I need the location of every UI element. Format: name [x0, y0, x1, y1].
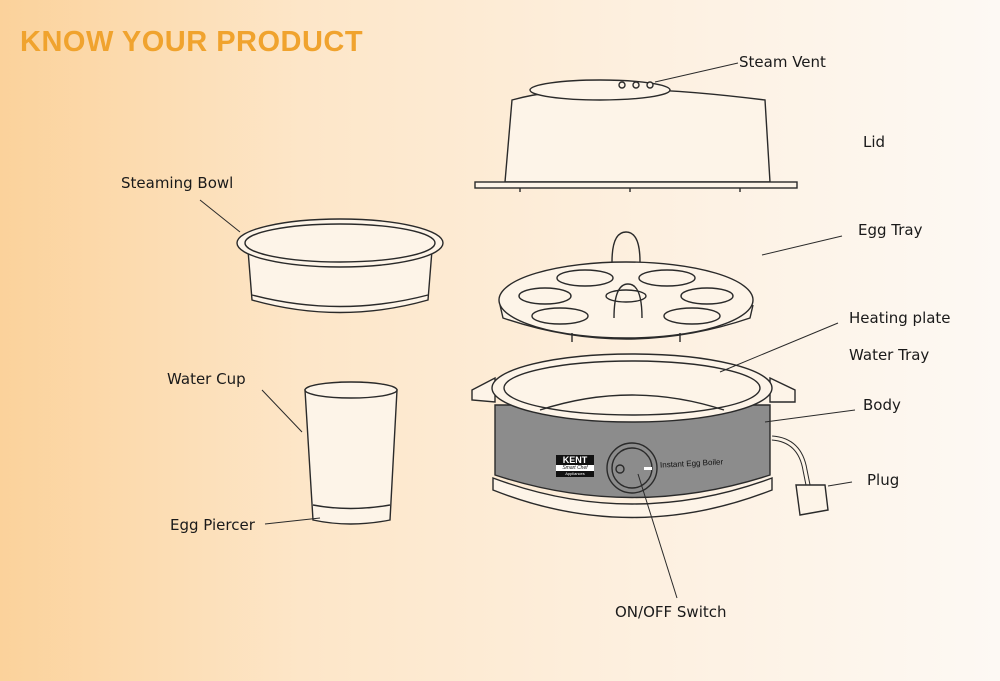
label-heating-plate: Heating plate [849, 309, 951, 327]
label-water-tray: Water Tray [849, 346, 930, 364]
brand-name: KENT [562, 455, 588, 465]
label-egg-piercer: Egg Piercer [170, 516, 255, 534]
sub-brand: Smart Chef [556, 465, 594, 471]
brand-tag: Appliances [565, 471, 585, 476]
label-on-off-switch: ON/OFF Switch [615, 603, 727, 621]
label-egg-tray: Egg Tray [858, 221, 923, 239]
page-title: KNOW YOUR PRODUCT [20, 26, 364, 58]
leader-lines [199, 62, 856, 599]
label-plug: Plug [867, 471, 900, 489]
on-off-switch[interactable] [608, 444, 656, 492]
egg-tray-drawing [498, 231, 754, 342]
body-drawing [471, 353, 829, 519]
lid-drawing [474, 79, 798, 192]
label-steaming-bowl: Steaming Bowl [121, 174, 234, 192]
label-water-cup: Water Cup [167, 370, 246, 388]
label-body: Body [863, 396, 901, 414]
label-lid: Lid [863, 133, 886, 151]
water-cup-drawing [304, 381, 398, 525]
brand-logo: KENT Smart Chef Appliances [556, 455, 594, 477]
steaming-bowl-drawing [236, 218, 444, 314]
label-steam-vent: Steam Vent [739, 53, 826, 71]
